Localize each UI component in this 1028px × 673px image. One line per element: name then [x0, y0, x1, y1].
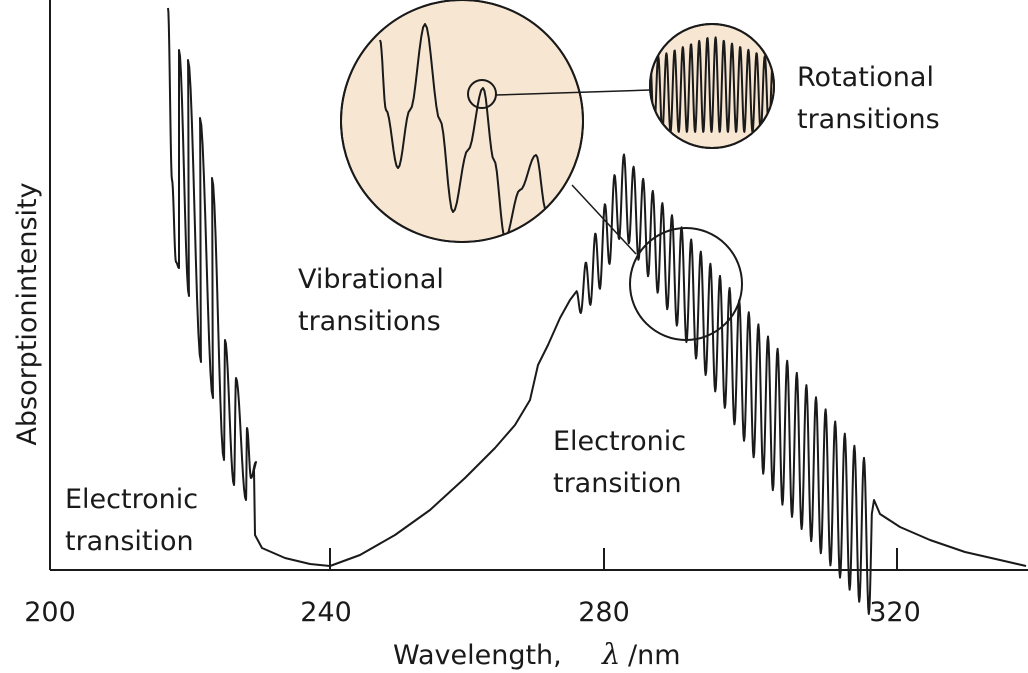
- baseline-curve: [329, 291, 577, 567]
- x-axis-title: Wavelength,: [393, 640, 562, 671]
- y-axis-title: Absorptionintensity: [12, 182, 43, 445]
- x-axis-symbol: λ: [601, 637, 620, 671]
- electronic-transition-left-label-line2: transition: [65, 526, 194, 557]
- vibrational-leader-line: [571, 184, 637, 255]
- x-axis-unit: /nm: [628, 640, 681, 671]
- vibrational-transitions-label-line1: Vibrational: [298, 264, 444, 295]
- electronic-band-right-curve: [575, 153, 1027, 615]
- vibrational-zoom-border: [340, 0, 584, 243]
- x-tick-label: 320: [869, 597, 921, 628]
- x-tick-label: 240: [300, 597, 352, 628]
- vibrational-transitions-label-line2: transitions: [298, 306, 441, 337]
- rotational-transitions-label-line1: Rotational: [797, 62, 934, 93]
- x-tick-label: 280: [578, 597, 630, 628]
- rotational-highlight-ring: [467, 79, 497, 109]
- rotational-zoom-border: [649, 23, 775, 149]
- vibrational-zoom-inset: [340, 0, 584, 243]
- electronic-transition-left-label-line1: Electronic: [65, 484, 198, 515]
- x-tick-label: 200: [24, 597, 76, 628]
- electronic-transition-right-label-line1: Electronic: [553, 426, 686, 457]
- rotational-leader-line: [495, 89, 651, 96]
- vibrational-highlight-ring: [629, 227, 743, 341]
- axes: [49, 0, 1028, 571]
- rotational-transitions-label-line2: transitions: [797, 104, 940, 135]
- rotational-zoom-curve: [650, 36, 774, 133]
- vibrational-zoom-curve: [379, 23, 553, 242]
- electronic-transition-right-label-line2: transition: [553, 468, 682, 499]
- electronic-band-left-curve: [167, 7, 331, 567]
